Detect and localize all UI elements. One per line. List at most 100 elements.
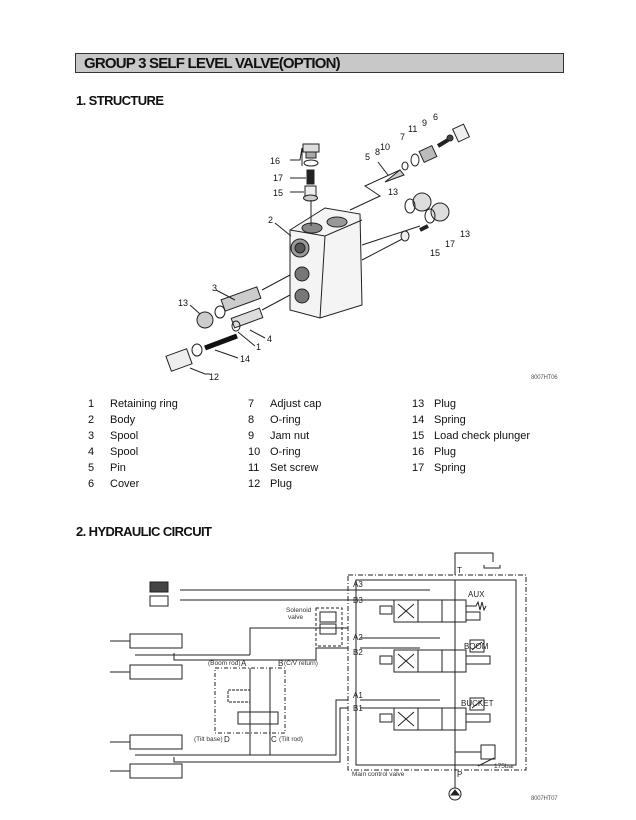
attachment-cylinder-1 [149, 581, 169, 593]
solenoid-label-2: valve [288, 614, 304, 621]
part-row: 16 Plug [412, 446, 530, 462]
port-b-label: B [278, 659, 283, 668]
retaining-ring-1 [231, 320, 241, 332]
callout-17: 17 [273, 173, 283, 183]
part-name: Load check plunger [434, 430, 531, 442]
part-number: 2 [88, 414, 95, 426]
tank-symbol [483, 565, 501, 569]
valve-body [289, 207, 363, 319]
cv-return-label: (C/V return) [284, 660, 318, 667]
callout-8: 8 [375, 147, 380, 157]
part-number: 14 [412, 414, 425, 426]
part-name: Spool [110, 446, 139, 458]
port-b3-label: B3 [353, 596, 363, 605]
part-number: 8 [248, 414, 255, 426]
port-a3-label: A3 [353, 580, 363, 589]
callout-11: 11 [408, 124, 417, 134]
part-number: 17 [412, 462, 425, 474]
part-row: 7 Adjust cap [248, 398, 321, 414]
plug-16 [302, 143, 320, 167]
group-title: GROUP 3 SELF LEVEL VALVE(OPTION) [84, 55, 341, 72]
callout-6: 6 [433, 112, 438, 122]
bucket-spool [379, 697, 491, 731]
main-control-valve-boundary [347, 574, 527, 771]
part-name: Spring [434, 414, 466, 426]
plug-12 [165, 348, 193, 372]
part-name: Plug [434, 398, 457, 410]
tilt-cylinder-2 [129, 763, 183, 779]
boom-spool [379, 639, 491, 673]
port-a1-label: A1 [353, 691, 363, 700]
part-name: Set screw [270, 462, 319, 474]
part-name: Body [110, 414, 136, 426]
part-name: O-ring [270, 446, 301, 458]
port-a-label: A [241, 659, 247, 668]
spring-17 [306, 169, 315, 185]
part-row: 12 Plug [248, 478, 321, 494]
callout-13-left: 13 [178, 298, 188, 308]
callout-4: 4 [267, 334, 272, 344]
part-name: Adjust cap [270, 398, 322, 410]
part-number: 11 [248, 462, 260, 474]
part-name: Jam nut [270, 430, 310, 442]
structure-figure-code: 8007HT06 [531, 375, 558, 381]
spring-14 [204, 333, 238, 351]
part-number: 3 [88, 430, 95, 442]
callout-5: 5 [365, 152, 370, 162]
tilt-base-label: (Tilt base) [194, 736, 223, 743]
solenoid-valve [315, 607, 343, 647]
boom-cylinder-1 [129, 633, 183, 649]
main-control-valve-label: Main control valve [352, 771, 405, 778]
structure-title: 1. STRUCTURE [76, 93, 164, 108]
callout-14: 14 [240, 354, 250, 364]
attachment-cylinder-2 [149, 595, 169, 607]
part-row: 2 Body [88, 414, 178, 430]
part-row: 11 Set screw [248, 462, 321, 478]
callout-17-right: 17 [445, 239, 455, 249]
callout-1: 1 [256, 342, 261, 352]
port-b2-label: B2 [353, 648, 363, 657]
part-row: 1 Retaining ring [88, 398, 178, 414]
boom-label: BOOM [464, 642, 489, 651]
port-b1-label: B1 [353, 704, 363, 713]
callout-9: 9 [422, 118, 427, 128]
part-number: 13 [412, 398, 425, 410]
callout-7: 7 [400, 132, 405, 142]
callout-2: 2 [268, 215, 273, 225]
part-name: Plug [434, 446, 457, 458]
part-name: Retaining ring [110, 398, 178, 410]
plug-13-left [196, 311, 214, 329]
callout-13-right-a: 13 [388, 187, 398, 197]
aux-label: AUX [468, 590, 485, 599]
part-name: Cover [110, 478, 140, 490]
part-row: 13 Plug [412, 398, 530, 414]
part-number: 7 [248, 398, 255, 410]
callout-13-right-b: 13 [460, 229, 470, 239]
spool-3 [220, 286, 262, 312]
self-level-valve-boundary [214, 667, 286, 734]
callout-15-right: 15 [430, 248, 440, 258]
solenoid-label-1: Solenoid [286, 607, 312, 614]
part-number: 1 [88, 398, 95, 410]
part-number: 16 [412, 446, 425, 458]
part-name: Plug [270, 478, 293, 490]
part-name: Spring [434, 462, 466, 474]
tilt-rod-label: (Tilt rod) [279, 736, 303, 743]
plunger-15 [303, 185, 318, 202]
boom-rod-label: (Boom rod) [208, 660, 241, 667]
pump-symbol [448, 787, 462, 801]
part-number: 6 [88, 478, 95, 490]
callout-15: 15 [273, 188, 283, 198]
bucket-label: BUCKET [461, 699, 494, 708]
callout-10: 10 [380, 142, 390, 152]
part-row: 17 Spring [412, 462, 530, 478]
part-row: 14 Spring [412, 414, 530, 430]
port-p-label: P [457, 770, 462, 779]
part-number: 12 [248, 478, 261, 490]
